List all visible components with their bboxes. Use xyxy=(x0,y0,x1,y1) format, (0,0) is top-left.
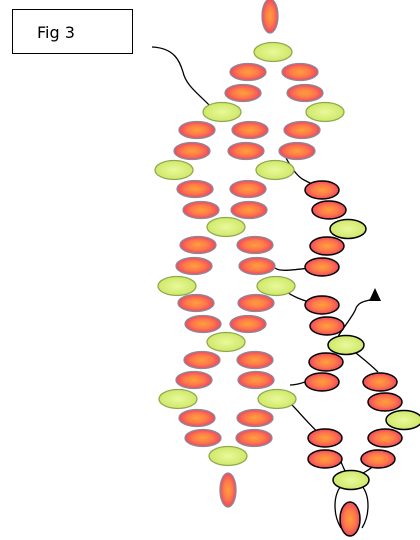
green-bead xyxy=(305,101,345,123)
pink-bead-new xyxy=(339,501,361,537)
pink-bead xyxy=(175,370,213,390)
green-bead xyxy=(253,41,293,63)
pink-bead xyxy=(231,120,269,140)
pink-bead xyxy=(229,62,267,82)
pink-bead xyxy=(224,83,262,103)
pink-bead xyxy=(184,428,222,448)
pink-bead xyxy=(236,350,274,370)
pink-bead xyxy=(283,120,321,140)
pink-bead xyxy=(184,314,222,334)
thread-segment-6 xyxy=(335,297,375,341)
pink-bead-new xyxy=(307,428,343,448)
pink-bead xyxy=(178,120,216,140)
pink-bead-new xyxy=(309,236,345,256)
pink-bead xyxy=(227,141,265,161)
pink-bead-new xyxy=(307,449,343,469)
pink-bead xyxy=(229,314,267,334)
pink-beads-new xyxy=(304,180,403,537)
green-bead xyxy=(202,101,242,123)
pink-bead xyxy=(235,428,273,448)
pink-bead xyxy=(175,256,213,276)
green-beads-new xyxy=(327,218,420,491)
pink-bead-new xyxy=(311,200,347,220)
pink-bead xyxy=(173,141,211,161)
pink-bead xyxy=(230,200,268,220)
thread-loop-bottom xyxy=(334,485,342,529)
pink-bead xyxy=(229,179,267,199)
pink-bead xyxy=(176,179,214,199)
green-bead xyxy=(154,159,194,181)
arrowhead-up-icon xyxy=(369,288,381,301)
pink-bead xyxy=(236,235,274,255)
pink-bead-new xyxy=(304,372,340,392)
green-bead xyxy=(257,388,297,410)
green-bead xyxy=(158,388,198,410)
pink-bead-new xyxy=(308,352,344,372)
green-bead xyxy=(206,216,246,238)
pink-bead-new xyxy=(367,428,403,448)
pink-bead xyxy=(183,350,221,370)
pink-bead xyxy=(178,408,216,428)
pink-bead xyxy=(237,370,275,390)
pink-bead xyxy=(179,235,217,255)
green-bead xyxy=(255,159,295,181)
pink-bead xyxy=(261,0,279,34)
green-bead-new xyxy=(329,218,367,240)
green-bead xyxy=(256,275,296,297)
pink-bead xyxy=(236,408,274,428)
pink-bead xyxy=(278,141,316,161)
green-bead-new xyxy=(327,334,365,356)
green-bead xyxy=(157,275,197,297)
green-bead xyxy=(208,445,248,467)
pink-bead-new xyxy=(304,295,340,315)
pink-bead-new xyxy=(304,257,340,277)
pink-beads-main xyxy=(173,0,324,508)
pink-bead xyxy=(219,472,237,508)
thread-segment-1 xyxy=(285,157,321,189)
pink-bead xyxy=(177,293,215,313)
pink-bead xyxy=(238,256,276,276)
pink-bead-new xyxy=(367,392,403,412)
pink-bead-new xyxy=(360,449,396,469)
pink-bead xyxy=(237,293,275,313)
green-bead-new xyxy=(332,469,370,491)
green-beads-main xyxy=(154,41,345,467)
pink-bead xyxy=(281,62,319,82)
green-bead xyxy=(206,331,246,353)
thread-lead-in xyxy=(151,46,211,107)
pink-bead-new xyxy=(362,372,398,392)
thread-loop-bottom-right xyxy=(361,485,369,529)
pink-bead-new xyxy=(309,316,345,336)
figure-label: Fig 3 xyxy=(12,9,133,54)
pink-bead xyxy=(182,200,220,220)
pink-bead xyxy=(286,83,324,103)
green-bead-new xyxy=(385,409,420,431)
pink-bead-new xyxy=(304,180,340,200)
